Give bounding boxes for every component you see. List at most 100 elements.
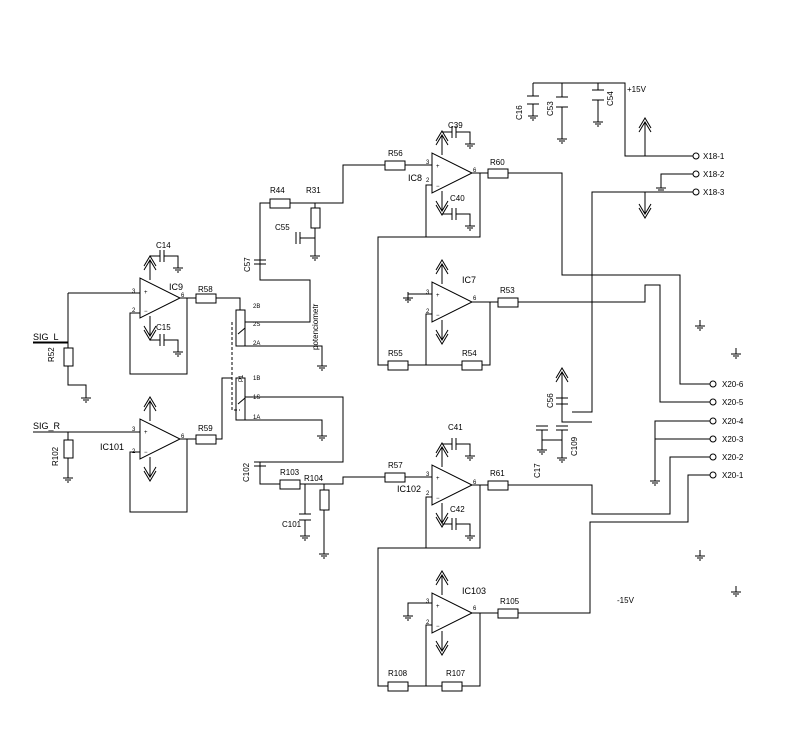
svg-text:C39: C39	[448, 121, 463, 130]
svg-text:X18-3: X18-3	[703, 188, 725, 197]
ic102-label: IC102	[397, 484, 421, 494]
sig-r-label: SIG_R	[33, 421, 61, 431]
ic103-label: IC103	[462, 586, 486, 596]
svg-text:2: 2	[426, 620, 430, 626]
resistor-r53: R53	[497, 286, 519, 308]
svg-text:−: −	[436, 184, 440, 190]
capacitor-labels: C14 C15 C57 C55 C39 C40 C16 C53 C54 C56 …	[156, 91, 615, 529]
resistor-r57: R57	[384, 461, 406, 483]
svg-text:+: +	[144, 430, 148, 436]
svg-text:1S: 1S	[253, 395, 260, 401]
resistor-r58: R58	[195, 285, 217, 304]
svg-text:+: +	[436, 476, 440, 482]
svg-text:C15: C15	[156, 323, 171, 332]
pot-label: potenciometr	[311, 303, 320, 350]
ic7-label: IC7	[462, 275, 476, 285]
ic9-label: IC9	[169, 282, 183, 292]
svg-text:6: 6	[473, 168, 477, 174]
svg-text:R107: R107	[446, 669, 466, 678]
opamp-supply-arrows	[143, 130, 449, 656]
resistor-r31: R31	[306, 186, 321, 229]
svg-text:2: 2	[426, 309, 430, 315]
resistor-r44: R44	[269, 186, 291, 209]
svg-text:X20-3: X20-3	[722, 435, 744, 444]
svg-text:R52: R52	[47, 347, 56, 362]
svg-text:−: −	[436, 496, 440, 502]
connector-x18: X18-1 X18-2 X18-3	[692, 152, 725, 197]
svg-text:6: 6	[181, 434, 185, 440]
svg-text:R57: R57	[388, 461, 403, 470]
svg-text:6: 6	[473, 480, 477, 486]
svg-text:C41: C41	[448, 423, 463, 432]
ic8-label: IC8	[408, 173, 422, 183]
potentiometer: 2B 2S 2A 1B 1S 1A P1 potenciometr	[231, 303, 320, 421]
svg-text:R108: R108	[388, 669, 408, 678]
svg-text:C102: C102	[242, 462, 251, 482]
svg-text:C109: C109	[570, 436, 579, 456]
sig-l-label: SIG_L	[33, 332, 59, 342]
svg-text:6: 6	[473, 296, 477, 302]
resistor-r108: R108	[387, 669, 409, 692]
svg-text:−: −	[436, 313, 440, 319]
minus15-label: -15V	[617, 596, 635, 605]
svg-text:3: 3	[132, 427, 136, 433]
resistor-r102: R102	[51, 439, 74, 466]
svg-text:R56: R56	[388, 149, 403, 158]
svg-text:R31: R31	[306, 186, 321, 195]
svg-text:C56: C56	[546, 393, 555, 408]
supply-arrows-aux	[555, 117, 652, 393]
svg-text:+: +	[436, 604, 440, 610]
svg-text:2: 2	[426, 178, 430, 184]
input-signals: SIG_L SIG_R	[33, 332, 68, 431]
svg-text:2: 2	[426, 491, 430, 497]
svg-text:2B: 2B	[253, 304, 260, 310]
svg-text:+: +	[144, 290, 148, 296]
svg-text:R61: R61	[490, 469, 505, 478]
svg-text:2: 2	[132, 308, 136, 314]
svg-text:R60: R60	[490, 158, 505, 167]
svg-text:R104: R104	[304, 474, 324, 483]
svg-text:2A: 2A	[253, 341, 260, 347]
svg-text:3: 3	[426, 160, 430, 166]
opamp-ic102: + − 3 2 6 IC102	[397, 464, 477, 506]
svg-text:X20-4: X20-4	[722, 417, 744, 426]
resistor-r61: R61	[487, 469, 509, 491]
svg-text:C53: C53	[546, 101, 555, 116]
svg-text:C17: C17	[533, 463, 542, 478]
svg-text:C57: C57	[243, 257, 252, 272]
svg-text:−: −	[144, 309, 148, 315]
svg-text:−: −	[436, 624, 440, 630]
svg-text:R105: R105	[500, 597, 520, 606]
svg-text:X18-1: X18-1	[703, 152, 725, 161]
opamp-ic8: +− 326 IC8	[408, 152, 477, 194]
svg-text:X20-2: X20-2	[722, 453, 744, 462]
resistor-r105: R105	[497, 597, 520, 619]
resistor-r54: R54	[461, 349, 483, 371]
svg-text:−: −	[144, 450, 148, 456]
opamp-ic101: +− 326 IC101	[100, 418, 185, 460]
resistor-r55: R55	[387, 349, 409, 371]
resistor-r104: R104	[304, 474, 330, 511]
svg-text:R58: R58	[198, 285, 213, 294]
svg-text:C14: C14	[156, 241, 171, 250]
resistor-r60: R60	[487, 158, 509, 179]
resistor-r107: R107	[441, 669, 466, 692]
svg-text:C40: C40	[450, 194, 465, 203]
resistor-r56: R56	[384, 149, 406, 171]
svg-text:3: 3	[426, 472, 430, 478]
resistor-r52: R52	[47, 347, 74, 367]
opamp-ic7: +− 326 IC7	[426, 275, 477, 323]
svg-text:C101: C101	[282, 520, 302, 529]
supply-labels: +15V -15V	[617, 85, 647, 605]
svg-text:+: +	[436, 293, 440, 299]
opamp-ic9: +− 326 IC9	[132, 277, 185, 319]
svg-text:C54: C54	[606, 91, 615, 106]
wires	[33, 82, 710, 687]
svg-text:X20-5: X20-5	[722, 398, 744, 407]
svg-text:X20-6: X20-6	[722, 380, 744, 389]
resistor-r103: R103	[279, 468, 301, 490]
opamp-ic103: +− 326 IC103	[426, 586, 486, 634]
svg-text:X20-1: X20-1	[722, 471, 744, 480]
svg-text:R53: R53	[500, 286, 515, 295]
